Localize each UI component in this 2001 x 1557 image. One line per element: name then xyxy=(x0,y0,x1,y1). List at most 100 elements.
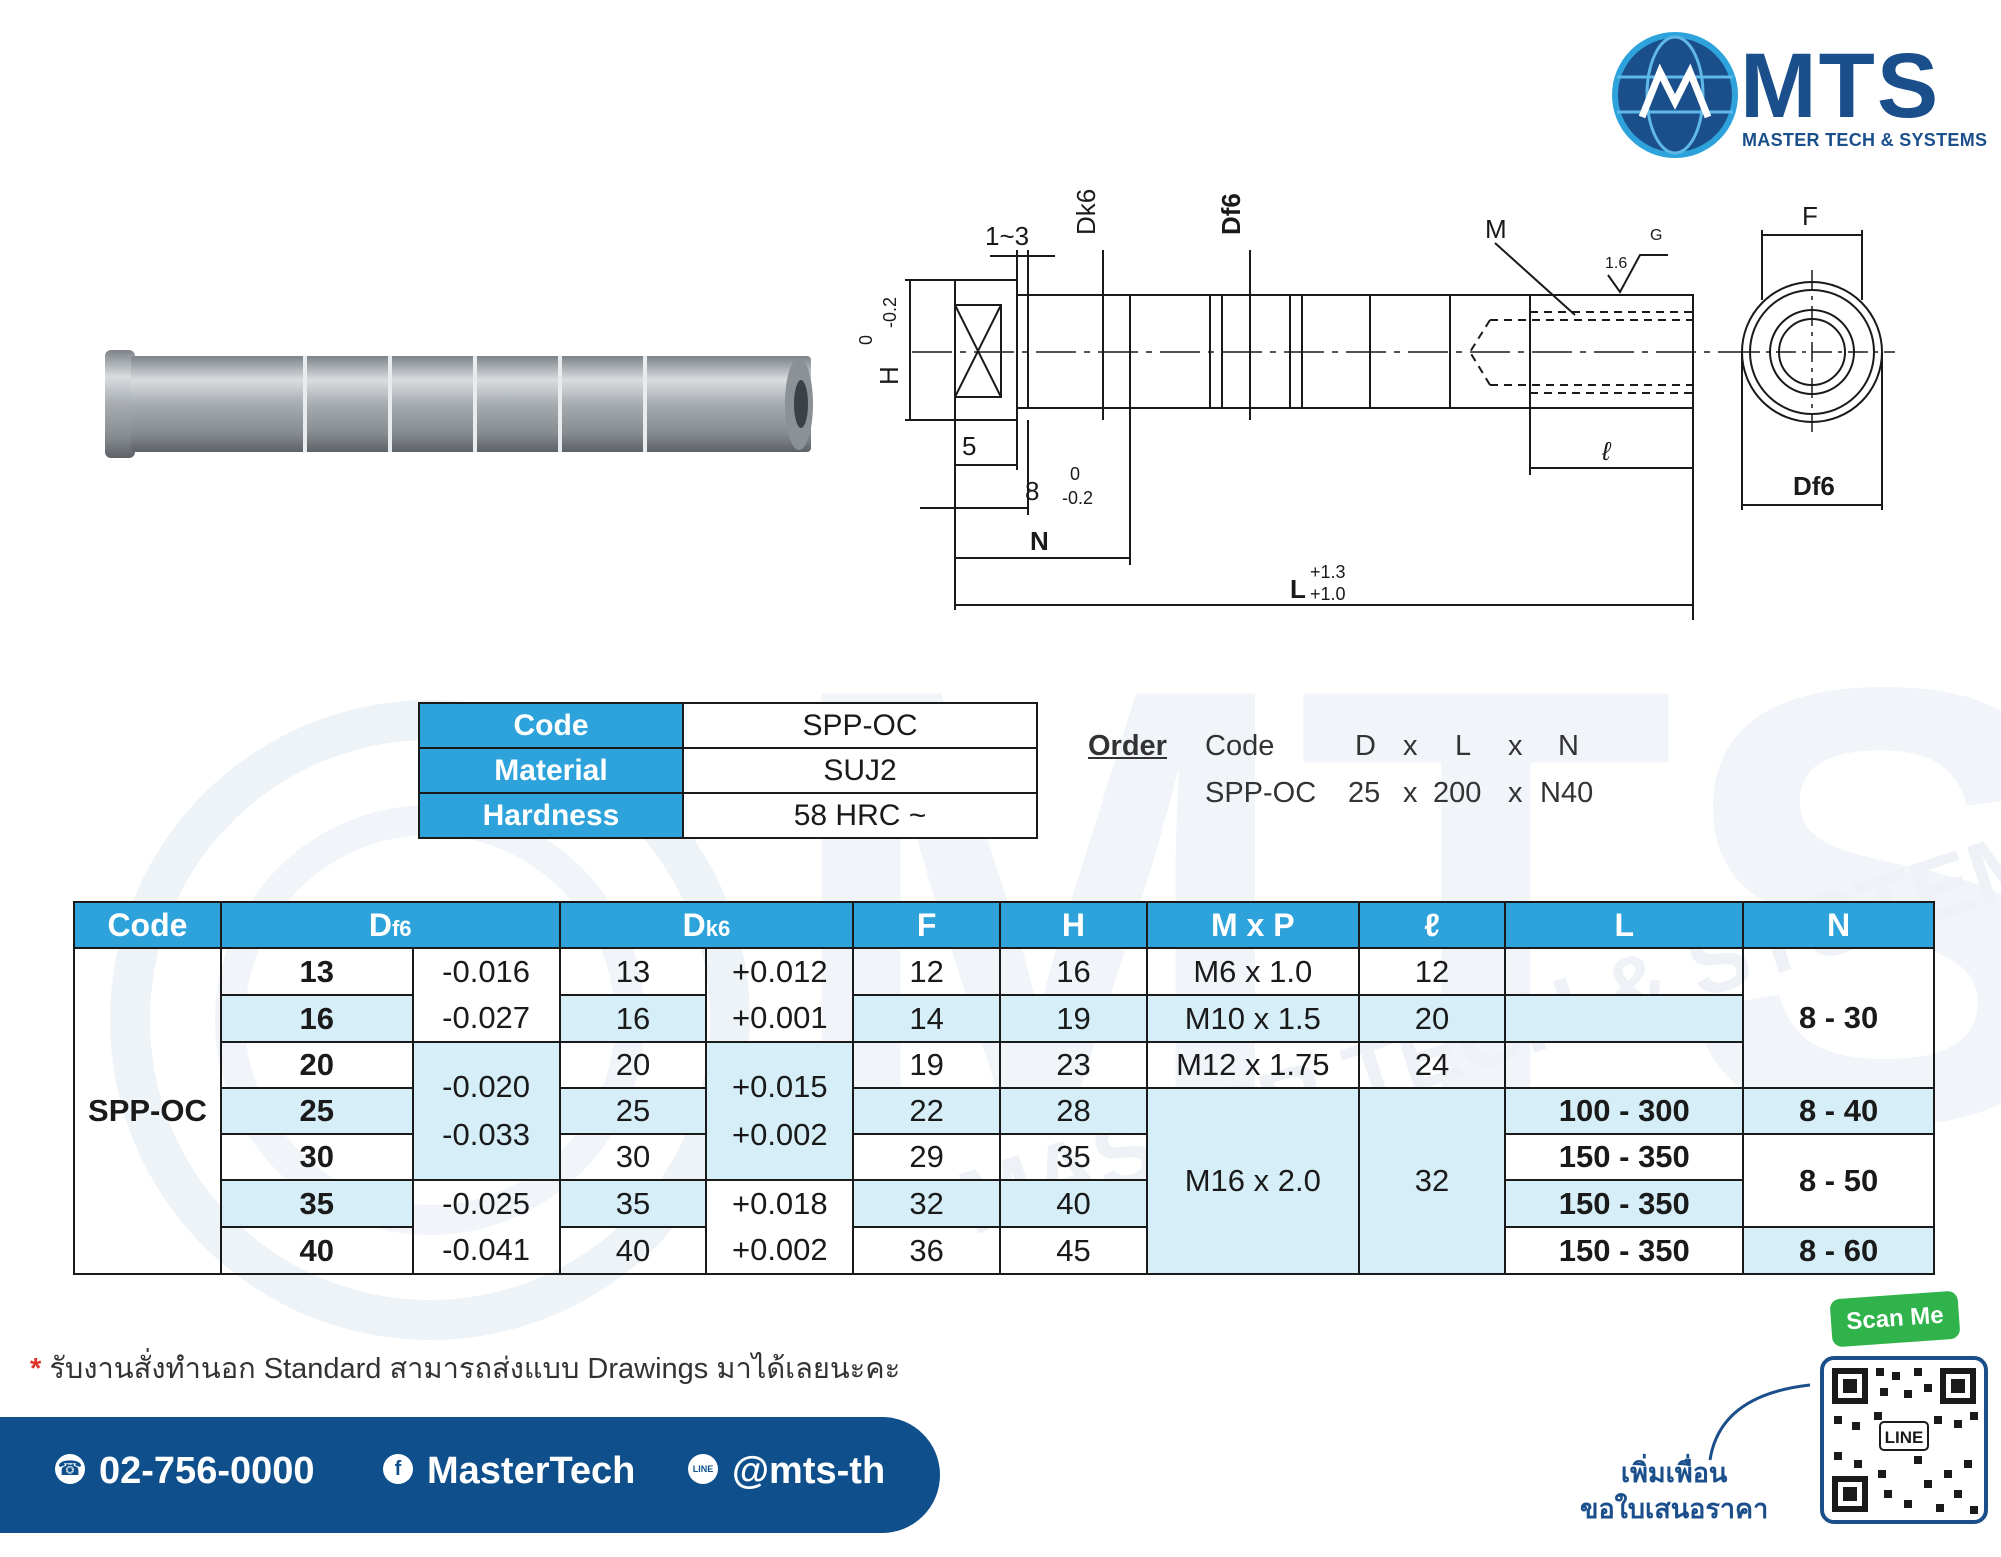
l-cell: 100 - 300 xyxy=(1504,1087,1745,1135)
technical-drawing: 1~3 Dk6 Df6 M G 1.6 F H 0 -0.2 5 8 0 -0.… xyxy=(856,189,1895,620)
order-head-n: N xyxy=(1558,730,1579,762)
d-cell: 16 xyxy=(219,994,414,1043)
line-icon: LINE xyxy=(688,1453,718,1484)
dim-l-lower: +1.0 xyxy=(1310,584,1346,604)
facebook-name: MasterTech xyxy=(427,1450,636,1492)
dim-m: M xyxy=(1485,214,1507,244)
order-example-l: 200 xyxy=(1433,777,1482,809)
l-cell: 150 - 350 xyxy=(1504,1179,1745,1228)
table-row: 35 -0.025-0.041 35 +0.018+0.002 32 40 15… xyxy=(74,1179,1934,1275)
order-head-x2: x xyxy=(1508,730,1523,762)
dim-dk6: Dk6 xyxy=(1071,189,1101,235)
qr-line-label: LINE xyxy=(1885,1428,1924,1447)
col-code: Code xyxy=(73,901,222,949)
f-cell: 29 xyxy=(852,1133,1002,1181)
dim-l-upper: +1.3 xyxy=(1310,562,1346,582)
h-cell: 19 xyxy=(999,994,1148,1043)
dim-f: F xyxy=(1802,201,1818,231)
f-cell: 14 xyxy=(852,994,1002,1043)
dim-h-lower: -0.2 xyxy=(880,297,900,328)
d-cell: 40 xyxy=(219,1226,414,1275)
dk-cell: 25 xyxy=(558,1087,708,1135)
table-row: 20 -0.020-0.033 20 +0.015+0.002 19 23 M1… xyxy=(74,1041,1934,1181)
f-cell: 22 xyxy=(852,1087,1002,1135)
d-cell: 20 xyxy=(219,1041,414,1089)
logo-tagline: MASTER TECH & SYSTEMS xyxy=(1742,130,1988,150)
col-f: F xyxy=(852,901,1002,949)
d-tol-cell: -0.020-0.033 xyxy=(411,1041,561,1181)
table-row: SPP-OC 13 -0.016-0.027 13 +0.012+0.001 1… xyxy=(73,947,1935,1275)
ell-cell: 20 xyxy=(1357,994,1507,1043)
note-text: รับงานสั่งทำนอก Standard สามารถส่งแบบ Dr… xyxy=(49,1353,901,1385)
mxp-cell: M12 x 1.75 xyxy=(1145,1041,1360,1089)
n-cell: 8 - 50 xyxy=(1742,1133,1935,1228)
dim-5: 5 xyxy=(962,431,976,461)
line-id: @mts-th xyxy=(732,1450,886,1492)
table-row: 30 30 29 35 150 - 350 8 - 50 xyxy=(74,1133,1935,1228)
n-cell: 8 - 30 xyxy=(1742,947,1935,1089)
dk-tol-cell: +0.018+0.002 xyxy=(705,1179,855,1275)
dim-df6-end: Df6 xyxy=(1793,471,1835,501)
col-dk6: Dk6 xyxy=(558,901,855,949)
dim-h-upper: 0 xyxy=(856,335,876,345)
f-cell: 19 xyxy=(852,1041,1002,1089)
order-label: Order xyxy=(1088,730,1167,762)
scan-me-badge: Scan Me xyxy=(1829,1290,1961,1348)
dk-cell: 35 xyxy=(558,1179,708,1228)
ell-cell: 12 xyxy=(1357,947,1507,996)
phone-number: 02-756-0000 xyxy=(99,1450,315,1492)
col-n: N xyxy=(1742,901,1935,949)
line-contact[interactable]: LINE @mts-th xyxy=(688,1450,885,1493)
l-cell xyxy=(1504,994,1745,1043)
d-cell: 25 xyxy=(219,1087,414,1135)
guide-pin-photo xyxy=(105,350,813,458)
h-cell: 28 xyxy=(999,1087,1148,1135)
table-row: 25 25 22 28 M16 x 2.0 32 100 - 300 8 - 4… xyxy=(74,1087,1935,1275)
ell-cell: 32 xyxy=(1357,1087,1507,1275)
n-cell: 8 - 60 xyxy=(1742,1226,1935,1275)
dim-ell: ℓ xyxy=(1601,436,1612,466)
h-cell: 23 xyxy=(999,1041,1148,1089)
mxp-cell: M16 x 2.0 xyxy=(1145,1087,1360,1275)
mxp-cell: M6 x 1.0 xyxy=(1145,947,1360,996)
dim-g: G xyxy=(1650,227,1662,244)
h-cell: 16 xyxy=(999,947,1148,996)
h-cell: 45 xyxy=(999,1226,1148,1275)
contact-bar xyxy=(0,1417,940,1533)
spec-label: Code xyxy=(418,702,684,749)
n-cell: 8 - 40 xyxy=(1742,1087,1935,1135)
h-cell: 35 xyxy=(999,1133,1148,1181)
l-cell xyxy=(1504,947,1745,996)
d-cell: 30 xyxy=(219,1133,414,1181)
dk-cell: 20 xyxy=(558,1041,708,1089)
col-ell: ℓ xyxy=(1357,901,1507,949)
table-row: 40 40 36 45 150 - 350 8 - 60 xyxy=(74,1226,1935,1275)
order-head-code: Code xyxy=(1205,730,1275,762)
d-tol-cell: -0.016-0.027 xyxy=(411,947,561,1043)
spec-row: Material SUJ2 xyxy=(418,747,1038,794)
add-friend-line1: เพิ่มเพื่อน xyxy=(1620,1458,1728,1488)
order-example-x1: x xyxy=(1403,777,1418,809)
add-friend-text: เพิ่มเพื่อน ขอใบเสนอราคา xyxy=(1580,1455,1768,1527)
f-cell: 32 xyxy=(852,1179,1002,1228)
d-tol-cell: -0.025-0.041 xyxy=(411,1179,561,1275)
col-mxp: M x P xyxy=(1145,901,1360,949)
dk-cell: 40 xyxy=(558,1226,708,1275)
logo-text: MTS xyxy=(1740,35,1941,137)
dim-8-upper: 0 xyxy=(1070,464,1080,484)
phone-contact[interactable]: ☎02-756-0000 xyxy=(55,1450,315,1493)
dim-n: N xyxy=(1030,526,1049,556)
spec-label: Hardness xyxy=(418,792,684,839)
spec-row: Code SPP-OC xyxy=(418,702,1038,749)
dk-tol-cell: +0.015+0.002 xyxy=(705,1041,855,1181)
f-cell: 36 xyxy=(852,1226,1002,1275)
line-qr-code[interactable]: LINE xyxy=(1820,1356,1988,1524)
order-example-n: N40 xyxy=(1540,777,1594,809)
code-cell: SPP-OC xyxy=(73,947,222,1275)
arrow-to-qr-icon xyxy=(1708,1383,1811,1461)
table-row: 16 16 14 19 M10 x 1.5 20 xyxy=(74,994,1934,1043)
dim-l: L xyxy=(1290,574,1306,604)
order-head-d: D xyxy=(1355,730,1376,762)
dim-roughness: 1.6 xyxy=(1605,255,1627,272)
